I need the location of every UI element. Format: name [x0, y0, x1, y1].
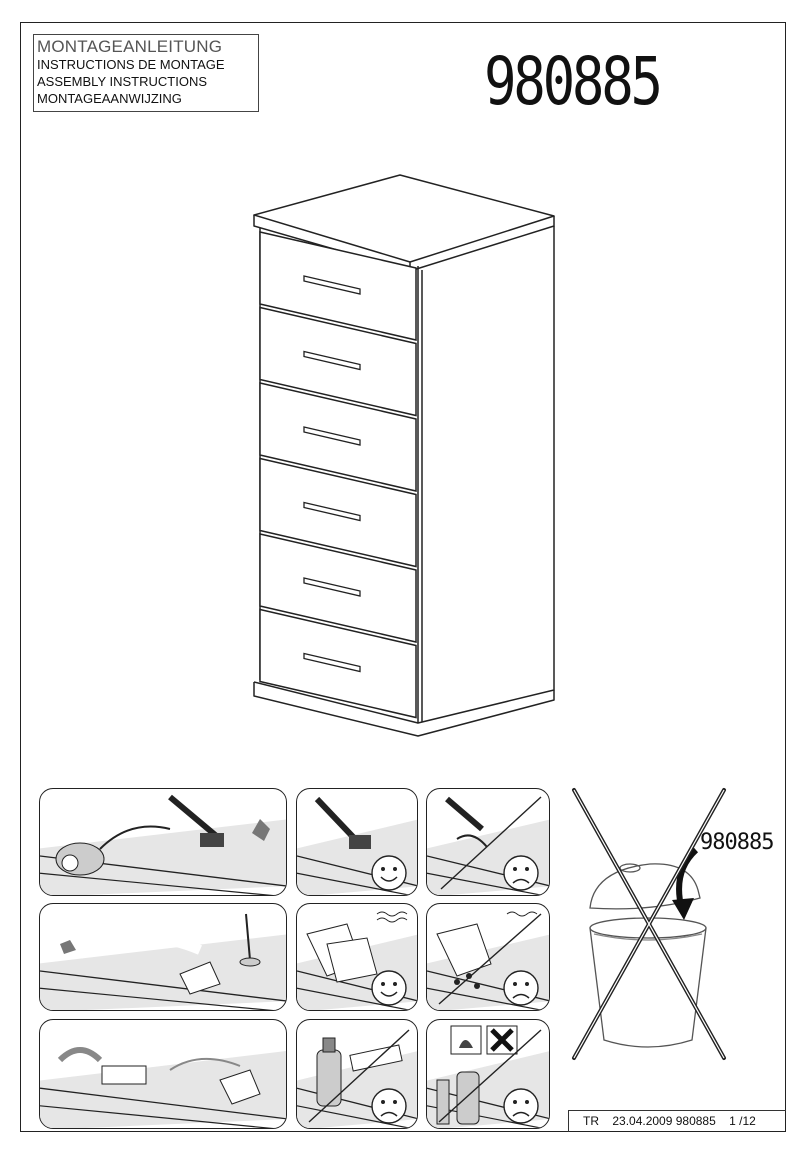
- chest-of-drawers-drawing: [253, 174, 555, 737]
- care-pictogram: [55, 794, 270, 876]
- footer-date-code: 23.04.2009 980885: [612, 1114, 716, 1128]
- title-dutch: MONTAGEAANWIJZING: [37, 91, 182, 106]
- happy-face-icon: [371, 855, 407, 891]
- sad-face-icon: [503, 970, 539, 1006]
- care-pictogram: [440, 796, 542, 890]
- care-pictogram: [308, 1029, 410, 1123]
- drawer-handle: [303, 350, 361, 371]
- drawer-front: [259, 382, 417, 492]
- care-panel-gentle-sponge: [39, 1019, 287, 1129]
- drawer-fronts: [259, 231, 417, 719]
- drawer-handle: [303, 275, 361, 295]
- care-pictogram: [60, 913, 261, 995]
- care-pictogram: [306, 911, 408, 983]
- drawer-front: [259, 231, 417, 341]
- drawer-front: [259, 457, 417, 568]
- care-panel-hard-scraper: [426, 788, 550, 896]
- drawer-front: [259, 608, 417, 719]
- drawer-front: [259, 533, 417, 643]
- sad-face-icon: [371, 1088, 407, 1124]
- care-panel-wet-cloth: [426, 903, 550, 1011]
- title-english: ASSEMBLY INSTRUCTIONS: [37, 74, 207, 89]
- drawer-handle: [303, 577, 361, 597]
- care-panel-spot-wipe: [39, 903, 287, 1011]
- footer-language: TR: [583, 1114, 599, 1128]
- drawer-handle: [303, 426, 361, 446]
- care-panel-vacuum: [39, 788, 287, 896]
- care-panel-dry-cloth: [296, 903, 418, 1011]
- model-number: 980885: [484, 43, 663, 120]
- footer: TR 23.04.2009 980885 1 /12: [568, 1110, 786, 1132]
- care-pictogram: [57, 1047, 261, 1105]
- care-panel-cleaning-agents: [296, 1019, 418, 1129]
- title-german: MONTAGEANLEITUNG: [37, 37, 223, 56]
- title-block: MONTAGEANLEITUNG INSTRUCTIONS DE MONTAGE…: [33, 34, 259, 112]
- happy-face-icon: [371, 970, 407, 1006]
- care-pictogram: [314, 796, 371, 849]
- care-pictogram: [436, 1025, 542, 1125]
- drawer-handle: [303, 501, 361, 522]
- care-panel-soft-brush: [296, 788, 418, 896]
- crossed-out-trash-bin-icon: [572, 788, 726, 1060]
- care-panel-solvent-sprays: [426, 1019, 550, 1129]
- disposal-model-label: 980885: [700, 830, 774, 855]
- page-frame: [20, 22, 786, 1132]
- drawer-front: [259, 306, 417, 417]
- footer-page: 1 /12: [729, 1114, 756, 1128]
- sad-face-icon: [503, 1088, 539, 1124]
- sad-face-icon: [503, 855, 539, 891]
- drawer-handle: [303, 652, 361, 673]
- title-french: INSTRUCTIONS DE MONTAGE: [37, 57, 225, 72]
- care-pictogram: [436, 911, 542, 1005]
